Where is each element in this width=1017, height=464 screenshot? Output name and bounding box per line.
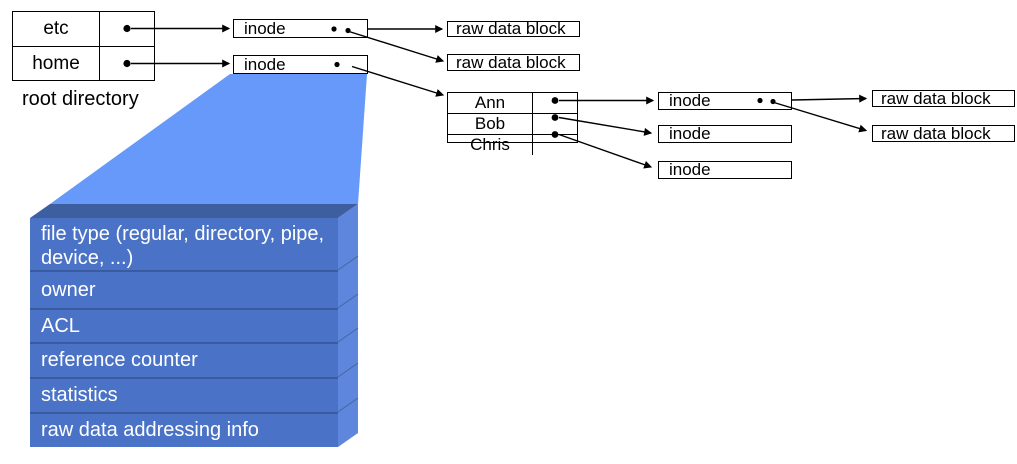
pointer-cell [533, 134, 577, 155]
raw-data-block-label: raw data block [456, 52, 566, 72]
inode-field-row: owner [30, 270, 338, 308]
inode-field-row: reference counter [30, 342, 338, 377]
inode-field-row: statistics [30, 377, 338, 412]
inode-box-label: inode [669, 124, 711, 143]
inode-box-label: inode [669, 91, 711, 110]
inode-box-label: inode [244, 54, 286, 74]
inode-stack-side-face [338, 204, 358, 447]
raw-data-block-label: raw data block [456, 19, 566, 38]
inode-stack-top-face [30, 204, 358, 218]
root-directory-table: etc home [12, 11, 155, 81]
home-directory-table: Ann Bob Chris [447, 92, 578, 155]
root-directory-caption: root directory [22, 88, 139, 110]
inode-field-row: file type (regular, directory, pipe, dev… [30, 218, 338, 270]
directory-entry-name: Bob [448, 113, 533, 134]
inode-box-label: inode [244, 18, 286, 38]
raw-data-block-2: raw data block [447, 52, 580, 72]
pointer-cell [100, 12, 154, 46]
raw-data-block-4: raw data block [872, 123, 1015, 143]
etc-inode-box: inode [233, 19, 368, 38]
pointer-cell [533, 93, 577, 113]
directory-entry-name: etc [13, 12, 100, 46]
raw-data-block-label: raw data block [881, 88, 991, 108]
raw-data-block-3: raw data block [872, 88, 1015, 108]
inode-zoom-funnel [50, 74, 367, 204]
inode-field-row: ACL [30, 308, 338, 342]
directory-entry-name: Ann [448, 93, 533, 113]
inode-stack-side-separators [337, 255, 359, 413]
pointer-cell [533, 113, 577, 134]
bob-inode-box: inode [658, 124, 792, 143]
home-inode-box: inode [233, 55, 368, 74]
raw-data-block-label: raw data block [881, 123, 991, 143]
inode-field-row: raw data addressing info [30, 412, 338, 447]
pointer-cell [100, 46, 154, 80]
directory-entry-name: home [13, 46, 100, 80]
directory-entry-name: Chris [448, 134, 533, 155]
inode-box-label: inode [669, 160, 711, 179]
raw-data-block-1: raw data block [447, 19, 580, 38]
inode-detail-stack: file type (regular, directory, pipe, dev… [30, 218, 338, 447]
ann-inode-box: inode [658, 91, 792, 110]
chris-inode-box: inode [658, 160, 792, 179]
